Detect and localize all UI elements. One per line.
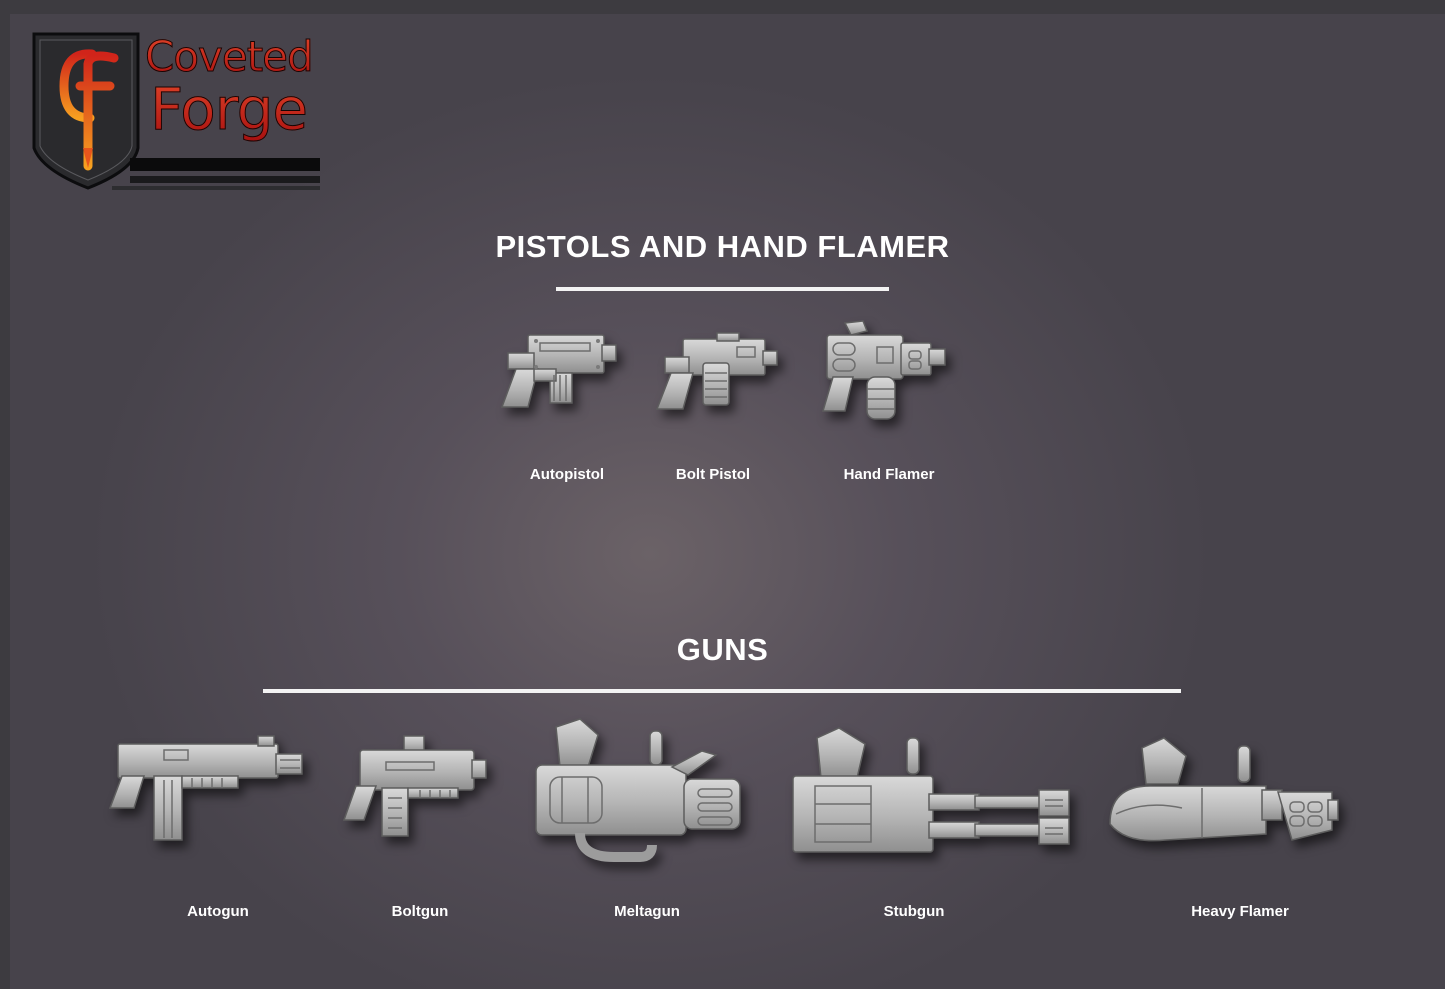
section-title-guns: GUNS (676, 632, 769, 667)
section-divider-guns (263, 689, 1181, 693)
label-heavy-flamer: Heavy Flamer (1191, 903, 1289, 920)
bolt-pistol-icon (655, 329, 780, 429)
label-stubgun: Stubgun (883, 903, 945, 920)
coveted-forge-logo: Coveted Forge (30, 30, 322, 195)
catalog-page: Coveted Forge PISTOLS AND HAND FLAMER (10, 14, 1445, 989)
label-boltgun: Boltgun (391, 903, 449, 920)
hand-flamer-icon (815, 319, 955, 439)
boltgun-icon (342, 734, 492, 849)
section-divider-pistols (556, 287, 889, 291)
label-autogun: Autogun (187, 903, 249, 920)
label-bolt-pistol: Bolt Pistol (675, 466, 751, 483)
shield-emblem-icon (32, 32, 320, 190)
label-meltagun: Meltagun (614, 903, 680, 920)
heavy-flamer-icon (1106, 734, 1341, 854)
section-title-pistols: PISTOLS AND HAND FLAMER (495, 229, 950, 264)
logo-word-coveted: Coveted (145, 32, 315, 82)
meltagun-icon (522, 717, 747, 862)
autopistol-icon (498, 329, 623, 429)
label-autopistol: Autopistol (529, 466, 605, 483)
autogun-icon (108, 732, 308, 852)
logo-word-forge: Forge (149, 75, 308, 144)
label-hand-flamer: Hand Flamer (843, 466, 935, 483)
stubgun-icon (783, 724, 1073, 859)
